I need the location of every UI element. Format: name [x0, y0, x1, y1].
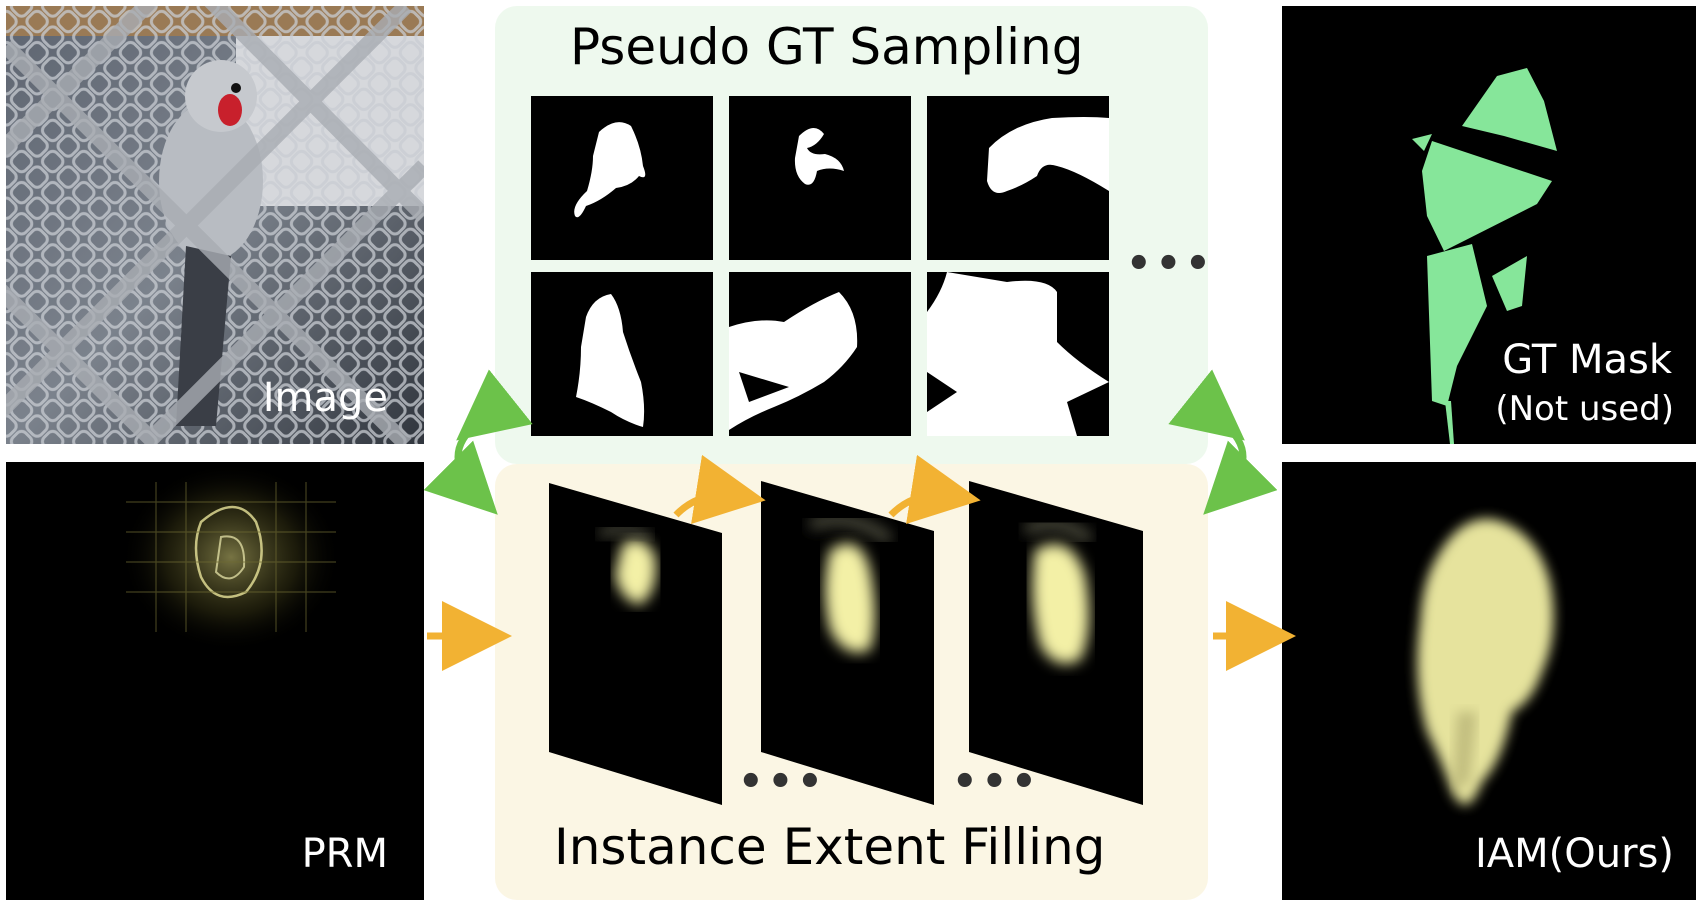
iam-label: IAM(Ours): [1474, 831, 1674, 877]
filling-ellipsis-1: •••: [738, 759, 827, 805]
image-label: Image: [262, 375, 388, 421]
input-image-panel: Image: [6, 6, 424, 444]
right-exchange-arrow: [1168, 369, 1278, 515]
pseudo-mask-5: [729, 272, 911, 436]
pseudo-mask-4: [531, 272, 713, 436]
filling-ellipsis-2: •••: [952, 759, 1041, 805]
gt-mask-label: GT Mask: [1502, 337, 1672, 383]
pseudo-gt-sampling-title: Pseudo GT Sampling: [570, 18, 1084, 76]
prm-heatmap: [6, 462, 424, 900]
iam-panel: IAM(Ours): [1282, 462, 1696, 900]
top-ellipsis: •••: [1126, 241, 1215, 287]
prm-label: PRM: [301, 831, 388, 877]
instance-extent-filling-title: Instance Extent Filling: [554, 818, 1106, 876]
left-exchange-arrow: [423, 369, 533, 515]
pseudo-mask-6: [927, 272, 1109, 436]
iam-output-map: [1282, 462, 1696, 900]
gt-mask-shape: [1282, 6, 1696, 444]
parrot-photo: [6, 6, 424, 444]
gt-mask-panel: GT Mask (Not used): [1282, 6, 1696, 444]
not-used-label: (Not used): [1495, 389, 1674, 429]
pseudo-mask-2: [729, 96, 911, 260]
prm-panel: PRM: [6, 462, 424, 900]
pseudo-mask-3: [927, 96, 1109, 260]
pseudo-mask-1: [531, 96, 713, 260]
